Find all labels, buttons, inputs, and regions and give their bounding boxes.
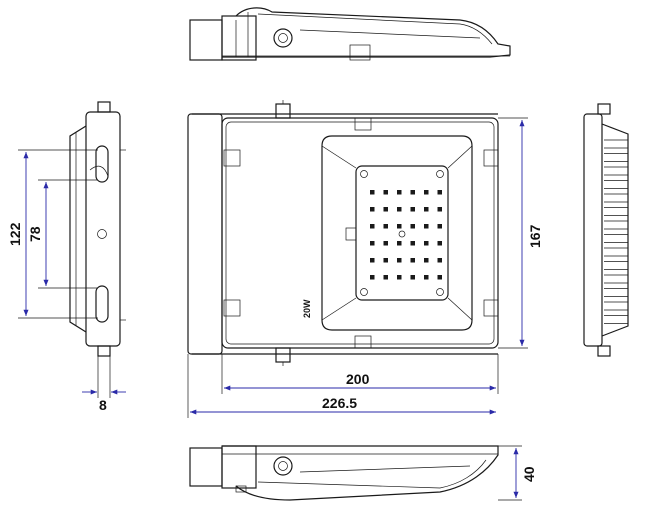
led-chip <box>383 241 388 246</box>
led-chip <box>397 241 402 246</box>
led-chip <box>424 207 429 212</box>
dim-bracket-thickness: 8 <box>99 397 107 413</box>
heat-sink-fin <box>604 153 629 162</box>
led-chip <box>410 241 415 246</box>
led-chip <box>424 190 429 195</box>
led-chip <box>397 258 402 263</box>
led-chip <box>397 224 402 229</box>
led-chip <box>424 224 429 229</box>
led-chip <box>397 207 402 212</box>
heat-sink-fin <box>604 234 629 243</box>
led-chip <box>437 207 442 212</box>
led-chip <box>370 190 375 195</box>
led-chip <box>383 275 388 280</box>
led-chip <box>437 258 442 263</box>
heat-sink-fin <box>604 166 629 176</box>
led-chip <box>383 258 388 263</box>
heat-sink-fin <box>604 288 629 297</box>
heat-sink-fin <box>604 274 629 284</box>
led-chip <box>424 241 429 246</box>
led-chip <box>370 258 375 263</box>
led-chip <box>370 241 375 246</box>
led-chip <box>383 224 388 229</box>
led-chip <box>397 275 402 280</box>
led-chip <box>397 190 402 195</box>
led-chip <box>437 275 442 280</box>
dimension-labels: 200 226.5 167 122 78 8 40 <box>7 222 543 482</box>
heat-sink-fin <box>604 193 629 203</box>
dim-width-outer: 226.5 <box>322 395 357 411</box>
dim-width-inner: 200 <box>346 371 370 387</box>
led-chip <box>410 258 415 263</box>
dimension-lines <box>18 117 528 501</box>
right-side-view <box>583 103 629 357</box>
led-chip <box>437 190 442 195</box>
led-chip <box>383 207 388 212</box>
led-chip <box>370 207 375 212</box>
led-chip <box>437 241 442 246</box>
heat-sink-fin <box>604 261 629 270</box>
led-chip <box>424 275 429 280</box>
led-chip <box>370 224 375 229</box>
led-chip <box>437 224 442 229</box>
bottom-view <box>189 445 499 501</box>
dim-depth: 40 <box>521 466 537 482</box>
heat-sink-fin <box>604 139 629 149</box>
left-side-view <box>69 101 126 357</box>
led-chip <box>410 207 415 212</box>
heat-sink-fin <box>604 220 629 230</box>
front-view: 20W <box>187 100 499 366</box>
heat-sink-fin <box>604 247 629 257</box>
dim-bracket-outer: 122 <box>7 222 23 246</box>
led-array <box>370 190 442 280</box>
dim-bracket-inner: 78 <box>27 226 43 242</box>
dim-height: 167 <box>527 224 543 248</box>
top-view <box>189 7 511 61</box>
heat-sink-fin <box>604 301 629 311</box>
heat-sink-fin <box>604 207 629 216</box>
housing-marking: 20W <box>302 299 312 318</box>
led-chip <box>370 275 375 280</box>
heat-sink-fin <box>604 315 629 324</box>
led-chip <box>410 224 415 229</box>
led-chip <box>410 275 415 280</box>
heat-sink-fins <box>604 139 629 324</box>
heat-sink-fin <box>604 180 629 189</box>
led-chip <box>410 190 415 195</box>
led-chip <box>424 258 429 263</box>
led-chip <box>383 190 388 195</box>
